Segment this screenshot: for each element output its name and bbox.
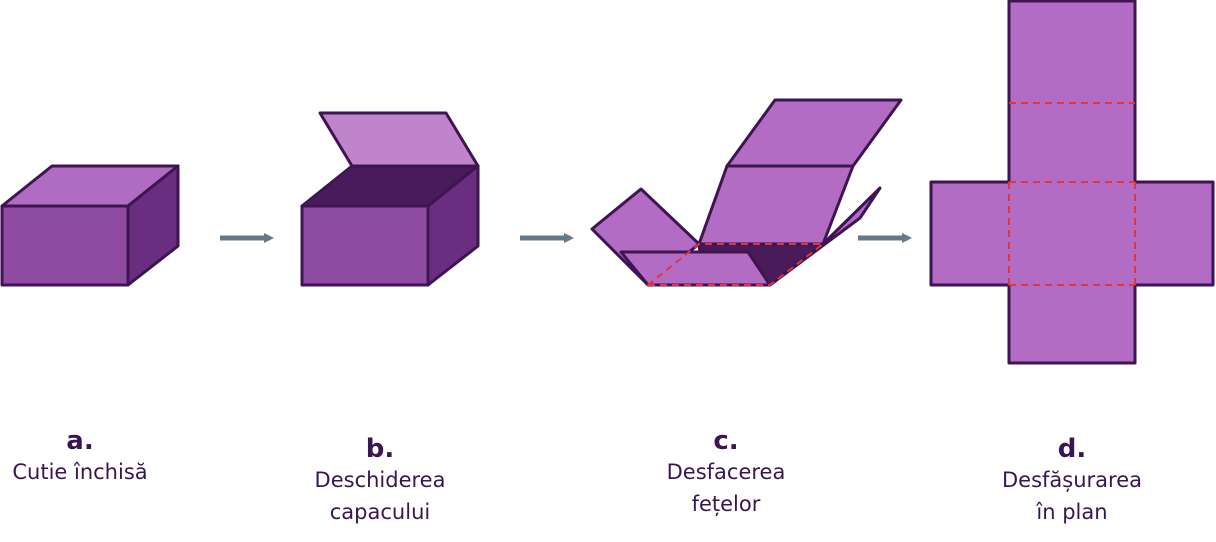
caption-c-line-2: fețelor (691, 492, 761, 516)
unfolding-lid (725, 98, 903, 168)
unfolding-back-face (697, 164, 855, 246)
caption-d-line-2: în plan (1036, 500, 1108, 524)
open-box-lid (318, 111, 480, 168)
caption-b: b. Deschiderea capacului (290, 434, 470, 528)
unfolding-front-flap (619, 250, 772, 287)
flat-net-fold-lines (1008, 102, 1136, 286)
caption-b-letter: b. (365, 434, 395, 464)
flat-net (929, 0, 1215, 365)
caption-c-letter: c. (713, 426, 739, 456)
caption-c-line-1: Desfacerea (666, 460, 786, 484)
closed-box (0, 164, 180, 287)
caption-c: c. Desfacerea fețelor (636, 426, 816, 520)
caption-d-letter: d. (1057, 434, 1087, 464)
caption-a: a. Cutie închisă (0, 426, 160, 488)
caption-a-letter: a. (66, 426, 94, 456)
caption-d: d. Desfășurarea în plan (972, 434, 1172, 528)
open-box-front-face (300, 204, 430, 287)
open-box (300, 111, 480, 287)
caption-d-line-1: Desfășurarea (1001, 468, 1142, 492)
caption-b-line-2: capacului (329, 500, 431, 524)
unfolding-box (590, 98, 903, 287)
caption-a-line-1: Cutie închisă (12, 460, 148, 484)
caption-b-line-1: Deschiderea (314, 468, 446, 492)
closed-box-front-face (0, 204, 130, 287)
